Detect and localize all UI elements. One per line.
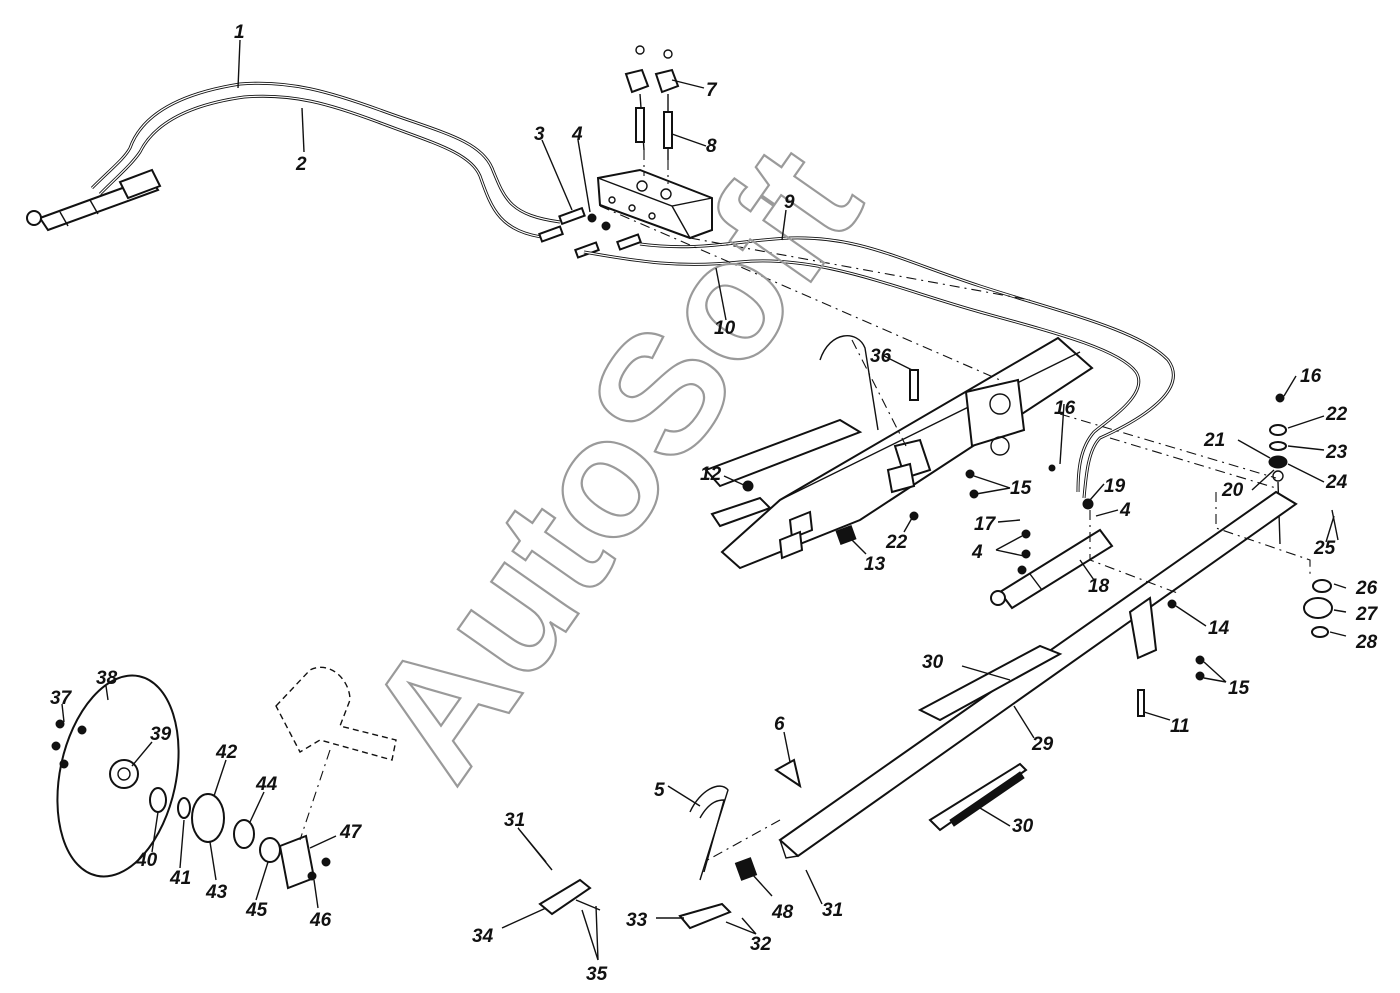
callout-1: 1 bbox=[234, 22, 245, 43]
callout-4b: 4 bbox=[1119, 500, 1131, 521]
callout-33: 33 bbox=[626, 910, 648, 931]
callout-30a: 30 bbox=[922, 652, 944, 673]
callout-38: 38 bbox=[96, 668, 118, 689]
callout-3: 3 bbox=[534, 124, 545, 145]
callout-40: 40 bbox=[135, 850, 158, 871]
callout-9: 9 bbox=[784, 192, 795, 213]
callout-42: 42 bbox=[215, 742, 238, 763]
assembly-guides bbox=[599, 205, 1311, 863]
callout-45: 45 bbox=[245, 900, 268, 921]
callout-31b: 31 bbox=[822, 900, 843, 921]
callout-12: 12 bbox=[700, 464, 722, 485]
leader-lines bbox=[61, 39, 1347, 961]
callout-34: 34 bbox=[472, 926, 494, 947]
callout-44: 44 bbox=[255, 774, 278, 795]
callout-37: 37 bbox=[50, 688, 73, 709]
callout-26: 26 bbox=[1355, 578, 1378, 599]
hoses-9-10 bbox=[583, 236, 1175, 499]
callout-14: 14 bbox=[1208, 618, 1230, 639]
callout-25: 25 bbox=[1313, 538, 1336, 559]
callout-11: 11 bbox=[1170, 716, 1190, 737]
callout-27: 27 bbox=[1355, 604, 1379, 625]
callout-30b: 30 bbox=[1012, 816, 1034, 837]
callout-13: 13 bbox=[864, 554, 886, 575]
callout-15a: 15 bbox=[1010, 478, 1032, 499]
callout-24: 24 bbox=[1325, 472, 1348, 493]
callout-15b: 15 bbox=[1228, 678, 1250, 699]
callout-21: 21 bbox=[1203, 430, 1225, 451]
callout-39: 39 bbox=[150, 724, 172, 745]
callout-46: 46 bbox=[309, 910, 332, 931]
fittings bbox=[538, 206, 642, 259]
callout-16a: 16 bbox=[1300, 366, 1322, 387]
pivot-hardware bbox=[1268, 393, 1339, 638]
plates-30 bbox=[917, 644, 1063, 832]
callout-36: 36 bbox=[870, 346, 892, 367]
callout-4c: 4 bbox=[971, 542, 983, 563]
disc-assembly bbox=[51, 674, 331, 890]
callout-35: 35 bbox=[586, 964, 608, 985]
callout-28: 28 bbox=[1355, 632, 1378, 653]
callout-47: 47 bbox=[339, 822, 363, 843]
callout-22a: 22 bbox=[1325, 404, 1348, 425]
callout-19: 19 bbox=[1104, 476, 1126, 497]
callout-43: 43 bbox=[205, 882, 228, 903]
callout-5: 5 bbox=[654, 780, 665, 801]
callout-6: 6 bbox=[774, 714, 785, 735]
callout-20: 20 bbox=[1221, 480, 1244, 501]
shanks bbox=[538, 758, 802, 930]
hydraulic-cylinder-left bbox=[26, 168, 162, 232]
callout-16b: 16 bbox=[1054, 398, 1076, 419]
callout-22b: 22 bbox=[885, 532, 908, 553]
arm-outline bbox=[275, 666, 397, 841]
cross-bar-29 bbox=[778, 490, 1298, 859]
callout-4: 4 bbox=[571, 124, 583, 145]
valve-block bbox=[596, 168, 713, 240]
callout-31a: 31 bbox=[504, 810, 525, 831]
callout-23: 23 bbox=[1325, 442, 1348, 463]
callout-10: 10 bbox=[714, 318, 736, 339]
frame-hardware bbox=[742, 369, 1056, 545]
main-frame bbox=[704, 335, 1094, 570]
callout-2: 2 bbox=[295, 154, 307, 175]
callout-labels: 1 2 3 4 7 8 9 10 36 16 16 22 21 23 20 24… bbox=[50, 22, 1379, 985]
callout-41: 41 bbox=[169, 868, 191, 889]
callout-29: 29 bbox=[1031, 734, 1054, 755]
callout-7: 7 bbox=[706, 80, 718, 101]
callout-18: 18 bbox=[1088, 576, 1110, 597]
callout-17: 17 bbox=[974, 514, 997, 535]
callout-48: 48 bbox=[771, 902, 794, 923]
solenoid-valves bbox=[624, 45, 680, 184]
callout-32: 32 bbox=[750, 934, 772, 955]
callout-8: 8 bbox=[706, 136, 717, 157]
hoses-1-2 bbox=[90, 81, 561, 240]
watermark: AutoSoft bbox=[330, 114, 897, 811]
